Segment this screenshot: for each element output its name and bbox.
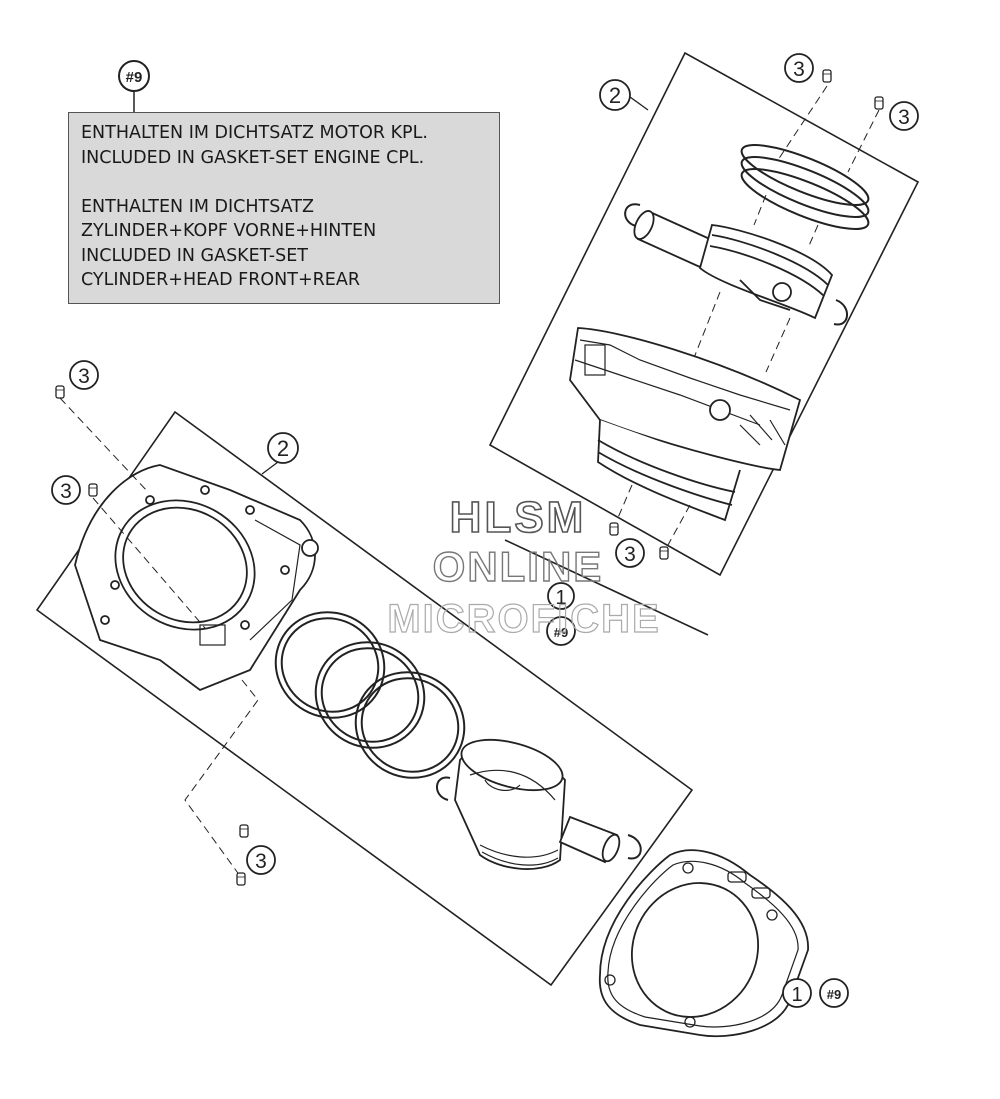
gasket-set-note: ENTHALTEN IM DICHTSATZ MOTOR KPL. INCLUD… [68, 112, 500, 304]
front-piston-rings [274, 611, 466, 779]
rear-piston [698, 224, 834, 320]
svg-text:#9: #9 [554, 625, 568, 640]
watermark-line2: ONLINE [433, 543, 604, 590]
note-line-1: ENTHALTEN IM DICHTSATZ MOTOR KPL. [81, 123, 428, 143]
svg-text:3: 3 [255, 850, 267, 873]
rear-wrist-pin [633, 210, 714, 269]
callout-gasket-bottom: 1 #9 [782, 978, 849, 1008]
note-callout: #9 [118, 60, 150, 112]
note-line-3 [81, 170, 499, 195]
note-line-7: CYLINDER+HEAD FRONT+REAR [81, 270, 360, 290]
callout-front-pin-bottom: 3 [246, 845, 276, 875]
note-line-4: ENTHALTEN IM DICHTSATZ [81, 196, 314, 217]
callouts: 2 3 3 3 2 3 3 3 [51, 53, 919, 1008]
rear-assembly-frame [488, 51, 920, 577]
front-cylinder [74, 464, 319, 692]
note-line-5: ZYLINDER+KOPF VORNE+HINTEN [81, 221, 377, 241]
svg-text:3: 3 [793, 58, 805, 81]
watermark: HLSM ONLINE MICROFICHE [387, 492, 660, 641]
callout-rear-pin-right: 3 [889, 101, 919, 131]
callout-rear-assembly: 2 [599, 79, 631, 111]
rear-cylinder [569, 327, 802, 522]
note-line-6: INCLUDED IN GASKET-SET [81, 245, 308, 266]
rear-circlip-left [624, 203, 641, 227]
callout-front-pin-mid: 3 [51, 475, 81, 505]
rear-cylinder-assembly [488, 51, 920, 577]
front-piston [454, 738, 566, 870]
rear-circlip-right [833, 299, 848, 326]
rear-piston-rings [740, 144, 870, 230]
svg-text:2: 2 [277, 436, 289, 461]
watermark-line1: HLSM [450, 493, 587, 542]
callout-front-pin-top: 3 [69, 360, 99, 390]
front-circlip-right [627, 834, 642, 860]
note-line-2: INCLUDED IN GASKET-SET ENGINE CPL. [81, 147, 425, 168]
note-ref-label: #9 [126, 69, 143, 86]
callout-front-assembly: 2 [267, 432, 299, 464]
svg-text:3: 3 [898, 106, 910, 129]
callout-gasket-center: 1 #9 [504, 539, 709, 646]
svg-text:1: 1 [555, 587, 566, 609]
callout-rear-pin-bottom: 3 [615, 538, 645, 568]
cylinder-base-gasket [598, 849, 809, 1038]
front-cylinder-assembly [35, 385, 694, 987]
svg-text:#9: #9 [827, 987, 841, 1002]
callout-rear-pin-top: 3 [784, 53, 814, 83]
front-circlip-left [436, 776, 451, 801]
front-wrist-pin [558, 815, 621, 864]
watermark-line3: MICROFICHE [387, 597, 660, 641]
svg-text:3: 3 [60, 480, 72, 503]
svg-text:2: 2 [609, 83, 621, 108]
svg-text:3: 3 [78, 365, 90, 388]
svg-text:3: 3 [624, 543, 636, 566]
svg-text:1: 1 [791, 984, 802, 1006]
